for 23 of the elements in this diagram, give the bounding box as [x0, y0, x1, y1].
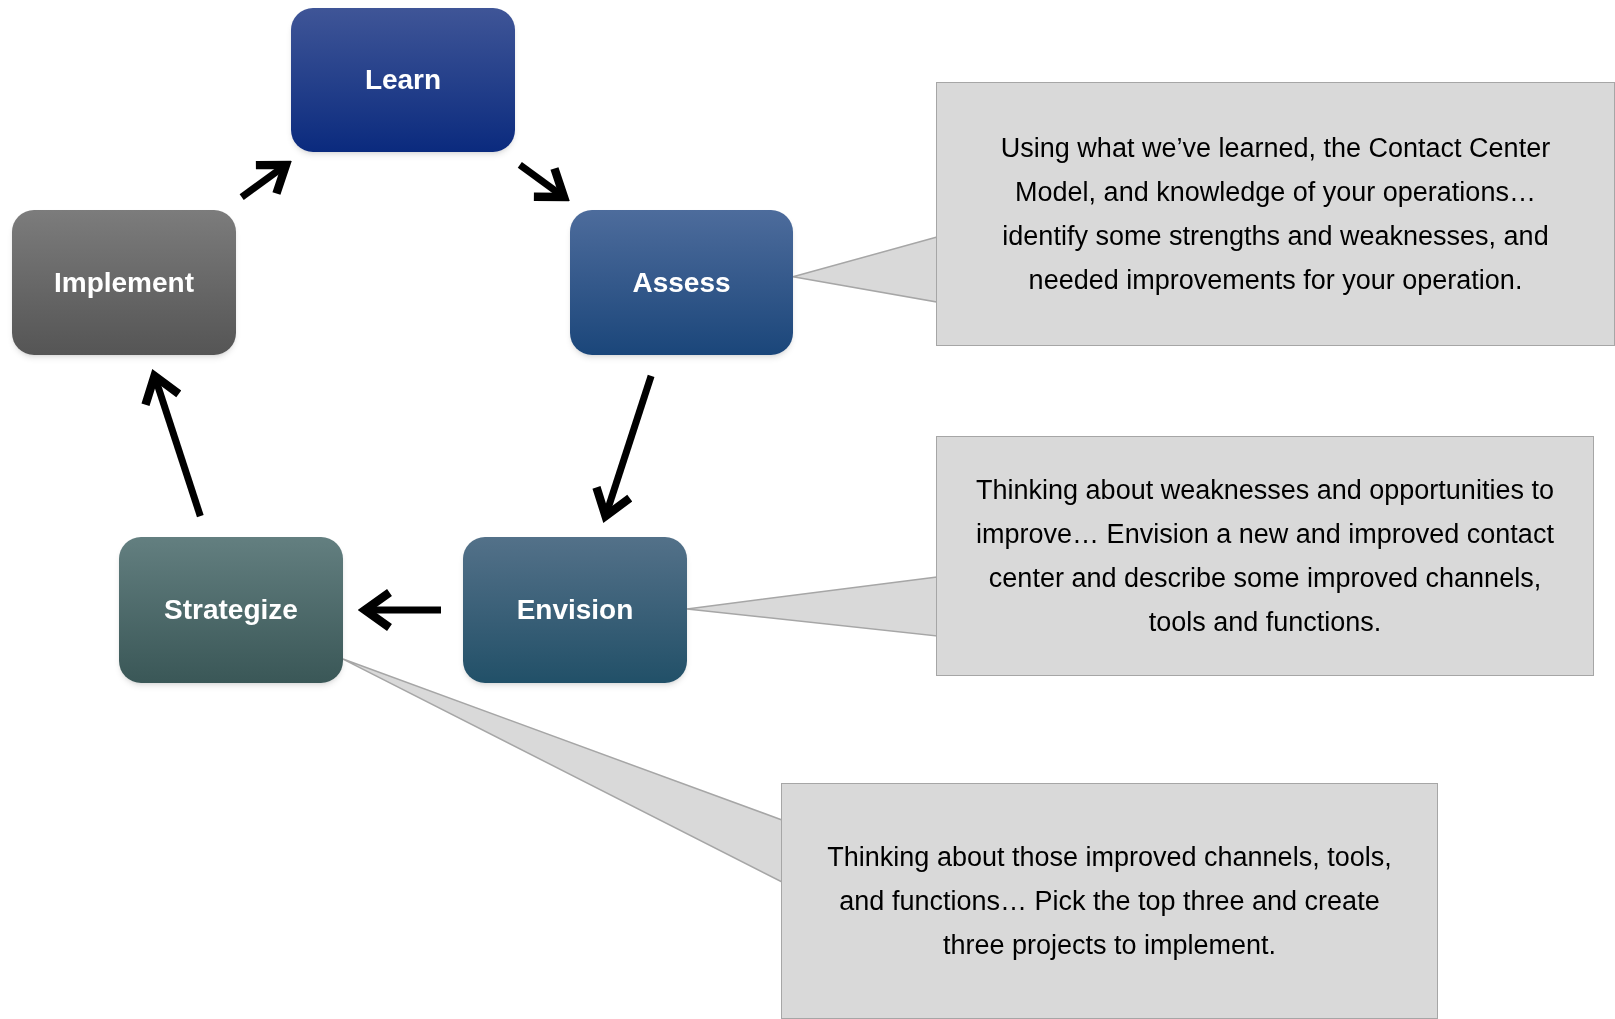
callout-text: Thinking about those improved channels, tools, and functions… Pick the top three and create three projects to implement. — [826, 841, 1393, 962]
arrow — [517, 162, 569, 202]
step-box — [291, 8, 515, 152]
callout-box — [936, 436, 1594, 676]
arrow — [141, 371, 204, 518]
step-label: Assess — [632, 265, 731, 300]
arrow — [592, 374, 655, 521]
step-box — [12, 210, 236, 355]
callout-text: Thinking about weaknesses and opportunities to improve… Envision a new and improved contact center and describe some improved channels, tools and functions. — [975, 474, 1555, 639]
callout-box — [936, 82, 1615, 346]
step-label: Implement — [54, 265, 194, 300]
step-label: Strategize — [164, 593, 298, 627]
callout-box — [781, 783, 1438, 1019]
arrow — [239, 160, 291, 200]
callout-pointer — [792, 236, 938, 303]
step-box — [463, 537, 687, 683]
callout-pointer — [342, 658, 783, 884]
step-box — [119, 537, 343, 683]
step-label: Learn — [364, 63, 442, 97]
callout-pointer — [686, 576, 938, 637]
callout-text: Using what we’ve learned, the Contact Center Model, and knowledge of your operations… identify some strengths and weaknesses, and needed improvements for your operation. — [999, 132, 1552, 297]
step-label: Envision — [516, 593, 634, 627]
step-box — [570, 210, 793, 355]
